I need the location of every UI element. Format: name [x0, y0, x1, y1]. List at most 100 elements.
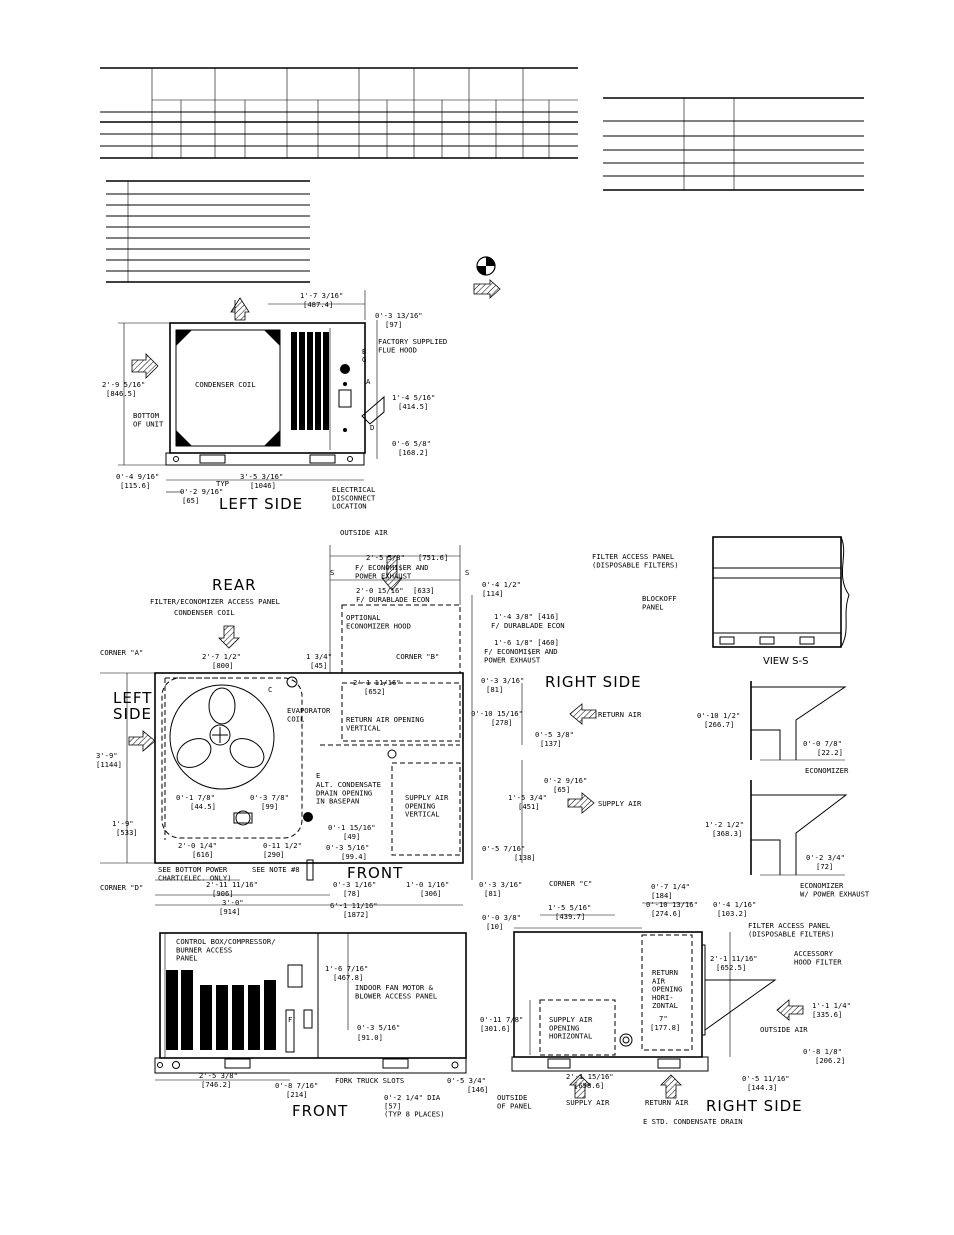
point-d: D	[370, 423, 374, 432]
outside-air-label-2: OUTSIDE AIR	[760, 1025, 808, 1034]
ls-dim-3m: [846.5]	[106, 389, 136, 398]
ls-dim-8: 0'-2 9/16"	[180, 487, 223, 496]
louver-grille	[291, 332, 329, 430]
v-dim-3: 1'-2 1/2"	[705, 820, 744, 829]
ls-dim-5m: [168.2]	[398, 448, 428, 457]
v-dim-1m: [266.7]	[704, 720, 734, 729]
p-dim-11: 0'-5 3/8"	[535, 730, 574, 739]
point-f: F	[288, 1015, 292, 1024]
f-dim-1: 1'-6 7/16"	[325, 964, 368, 973]
indoor-fan-label: INDOOR FAN MOTOR &BLOWER ACCESS PANEL	[355, 983, 437, 1000]
section-s-left: S	[330, 568, 334, 577]
p-dim-15: 0'-1 7/8"	[176, 793, 215, 802]
p-dim-24m: [914]	[219, 907, 241, 916]
r-dim-11m: [658.6]	[574, 1081, 604, 1090]
point-g: G	[362, 355, 366, 364]
ls-dim-1m: [487.4]	[303, 300, 333, 309]
r-dim-9: 1'-1 1/4"	[812, 1001, 851, 1010]
p-dim-17m: [533]	[116, 828, 138, 837]
p-dim-19: 0-11 1/2"	[263, 841, 302, 850]
f-dim-1m: [467.8]	[333, 973, 363, 982]
f-dim-3m: [746.2]	[201, 1080, 231, 1089]
p-dim-14: 1'-5 3/4"	[508, 793, 547, 802]
plan-view: OUTSIDE AIR 2'-5 5/8" [751.6] F/ ECONOMI…	[96, 528, 642, 919]
f-dim-3: 2'-5 3/8"	[199, 1071, 238, 1080]
corner-c-label: CORNER "C"	[549, 879, 592, 888]
p-dim-23: 2'-11 11/16"	[206, 880, 258, 889]
ls-dim-7: 3'-5 3/16"	[240, 472, 283, 481]
r-dim-1m: [10]	[486, 922, 503, 931]
p-dim-28m: [1872]	[343, 910, 369, 919]
p-dim-17: 1'-9"	[112, 819, 134, 828]
filter-access-panel-label: FILTER ACCESS PANEL(DISPOSABLE FILTERS)	[592, 552, 679, 569]
corner-weight-table	[603, 97, 864, 191]
r-dim-6m: [652.5]	[716, 963, 746, 972]
f-dim-2: 0'-3 5/16"	[357, 1023, 400, 1032]
see-note-8-label: SEE NOTE #8	[252, 865, 300, 874]
v-dim-2: 0'-0 7/8"	[803, 739, 842, 748]
f-dim-5m: [146]	[467, 1085, 489, 1094]
weight-table	[100, 67, 578, 159]
p-dim-9m: [81]	[486, 685, 503, 694]
p-dim-3m: [114]	[482, 589, 504, 598]
airflow-arrow-icon	[473, 279, 501, 299]
ls-dim-6m: [115.6]	[120, 481, 150, 490]
p-dim-1: 2'-5 5/8"	[366, 553, 405, 562]
r-dim-7m: [301.6]	[480, 1024, 510, 1033]
outside-air-label: OUTSIDE AIR	[340, 528, 388, 537]
ls-typ: TYP	[216, 479, 229, 488]
p-dim-18m: [616]	[192, 850, 214, 859]
point-b: B	[362, 347, 366, 356]
economizer-section: 0'-10 1/2" [266.7] 0'-0 7/8" [22.2] ECON…	[697, 681, 849, 775]
p-dim-6m: [800]	[212, 661, 234, 670]
p-dim-26: 1'-0 1/16"	[406, 880, 449, 889]
r-dim-2: 1'-5 5/16"	[548, 903, 591, 912]
p-dim-28: 6'-1 11/16"	[330, 901, 378, 910]
center-of-gravity-icon	[476, 256, 496, 276]
p-dim-24: 3'-0"	[222, 898, 244, 907]
p-dim-1m: [751.6]	[418, 553, 448, 562]
view-left-side: LEFT SIDE	[219, 495, 303, 513]
ls-dim-2: 0'-3 13/16"	[375, 311, 423, 320]
p-dim-22m: [138]	[514, 853, 536, 862]
v-dim-4: 0'-2 3/4"	[806, 853, 845, 862]
left-side-view: CONDENSER COIL 1'-7 3/16" [487.4] 0'-3 1…	[102, 290, 447, 513]
ls-dim-5: 0'-6 5/8"	[392, 439, 431, 448]
p-dim-2m: [633]	[413, 586, 435, 595]
p-dim-20: 0'-1 15/16"	[328, 823, 376, 832]
f-dim-2m: [91.0]	[357, 1033, 383, 1042]
p-dim-12m: [1144]	[96, 760, 122, 769]
p-dim-4: 1'-4 3/8" [416]	[494, 612, 559, 621]
point-a: A	[366, 377, 371, 386]
supply-air-label-2: SUPPLY AIR	[566, 1098, 610, 1107]
ls-dim-2m: [97]	[385, 320, 402, 329]
p-dim-21m: [99.4]	[341, 852, 367, 861]
point-c: C	[268, 685, 272, 694]
ls-dim-4m: [414.5]	[398, 402, 428, 411]
r-dim-10m: [206.2]	[815, 1056, 845, 1065]
front-louvers	[166, 964, 303, 1050]
return-air-label: RETURN AIR	[598, 710, 642, 719]
r-dim-11: 2'-1 15/16"	[566, 1072, 614, 1081]
r-dim-7: 0'-11 7/8"	[480, 1015, 523, 1024]
r-dim-2m: [439.7]	[555, 912, 585, 921]
f-dim-5: 0'-5 3/4"	[447, 1076, 486, 1085]
r-dim-1: 0'-0 3/8"	[482, 913, 521, 922]
condenser-coil-label-2: CONDENSER COIL	[174, 608, 235, 617]
p-dim-16m: [99]	[261, 802, 278, 811]
p-dim-16: 0'-3 7/8"	[250, 793, 289, 802]
p-dim-14m: [451]	[518, 802, 540, 811]
p-dim-15m: [44.5]	[190, 802, 216, 811]
p-dim-2n: F/ DURABLADE ECON	[356, 595, 430, 604]
corner-b-label: CORNER "B"	[396, 652, 439, 661]
